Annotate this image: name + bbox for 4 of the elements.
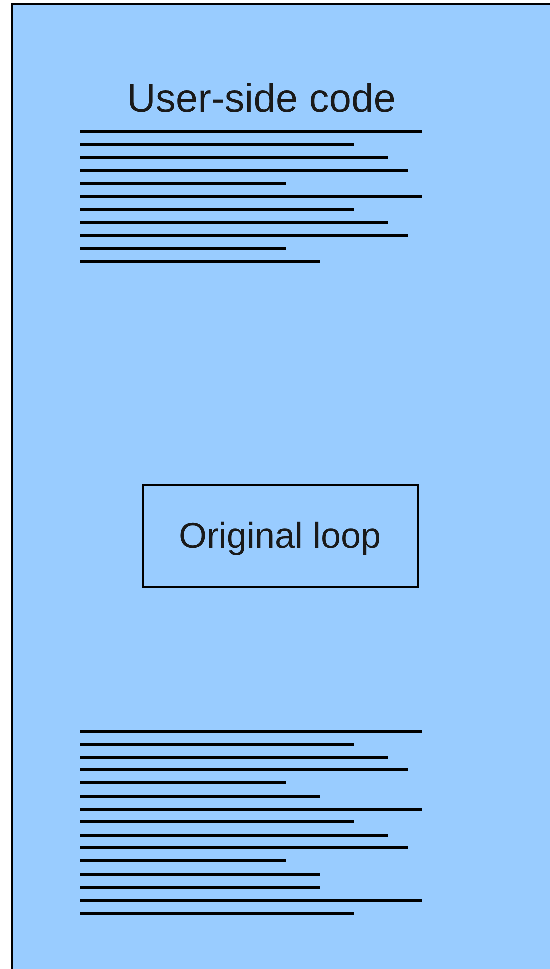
panel-title: User-side code	[127, 77, 396, 122]
code-panel	[11, 3, 550, 969]
box-label: Original loop	[178, 514, 382, 556]
loop-box	[142, 484, 418, 588]
